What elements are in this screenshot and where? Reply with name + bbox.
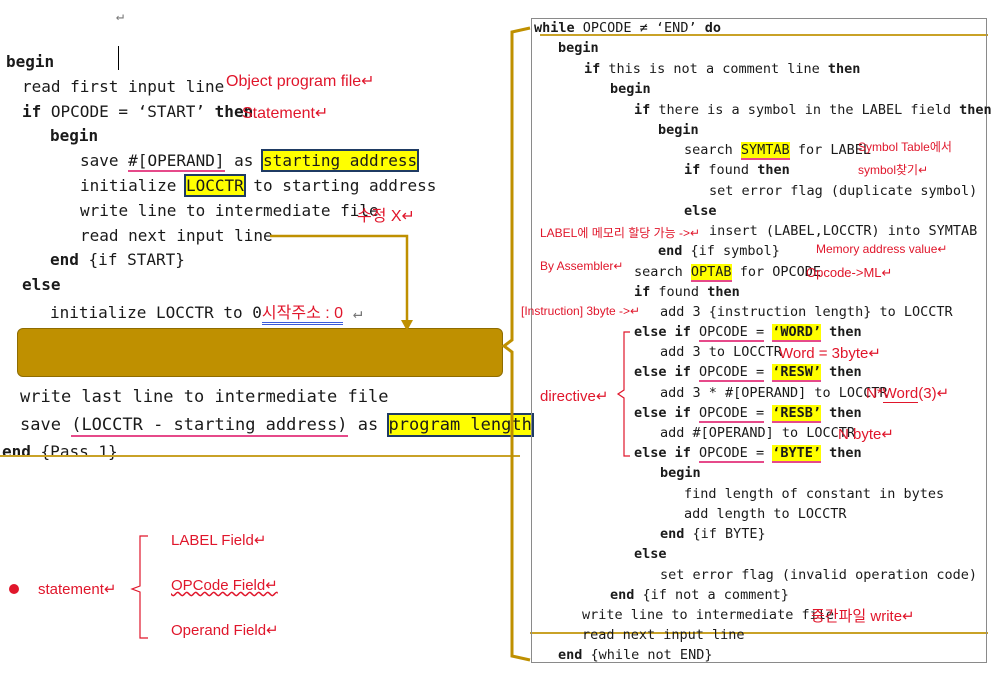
rcode-else2: else <box>634 546 667 562</box>
annotation-label-memory: LABEL에 메모리 할당 가능 ->↵ <box>540 226 701 240</box>
rcode-search-symtab: search SYMTAB for LABEL <box>684 142 871 160</box>
rcode-write-line: write line to intermediate file <box>582 607 834 623</box>
highlight-resb: ‘RESB’ <box>772 405 821 423</box>
highlight-program-length: program length <box>386 413 534 437</box>
annotation-instruction: [Instruction] 3byte ->↵ <box>521 304 641 318</box>
paragraph-mark: ↵ <box>116 8 125 24</box>
annotation-nword: N*Word(3)↵ <box>866 385 950 403</box>
right-code-panel <box>531 18 987 663</box>
highlight-symtab: SYMTAB <box>740 142 790 160</box>
rcode-insert-symtab: insert (LABEL,LOCCTR) into SYMTAB <box>709 223 978 239</box>
rcode-search-optab: search OPTAB for OPCODE <box>634 264 821 282</box>
bullet-dot <box>9 584 19 594</box>
rcode-begin-byte: begin <box>660 465 701 481</box>
rcode-elseif-resb: else if OPCODE = ‘RESB’ then <box>634 405 862 423</box>
rcode-set-error-dup: set error flag (duplicate symbol) <box>709 183 978 199</box>
text-cursor <box>118 46 119 70</box>
rcode-while: while OPCODE ≠ ‘END’ do <box>534 20 721 36</box>
field-brace <box>130 535 148 639</box>
code-begin-inner: begin <box>50 126 99 145</box>
rcode-end-if-comment: end {if not a comment} <box>610 587 789 603</box>
rcode-end-if-symbol: end {if symbol} <box>658 243 780 259</box>
annotation-symbol-find: symbol찾기↵ <box>858 163 929 177</box>
rcode-add-length: add length to LOCCTR <box>684 506 847 522</box>
annotation-object-program: Object program file↵ <box>226 73 375 90</box>
rcode-add-3: add 3 to LOCCTR <box>660 344 782 360</box>
rcode-find-length: find length of constant in bytes <box>684 486 945 502</box>
annotation-word: Word = 3byte↵ <box>779 345 881 362</box>
code-write-line: write line to intermediate file <box>80 201 379 220</box>
code-read-next: read next input line <box>80 226 273 245</box>
highlight-optab: OPTAB <box>690 264 732 282</box>
rcode-end-while: end {while not END} <box>558 647 713 663</box>
highlight-byte: ‘BYTE’ <box>772 445 821 463</box>
code-read-first: read first input line <box>22 77 225 96</box>
field-label: LABEL Field↵ <box>171 532 267 549</box>
highlight-starting-address: starting address <box>261 149 420 172</box>
annotation-directive: directive↵ <box>540 388 609 405</box>
rcode-begin2: begin <box>610 81 651 97</box>
rcode-read-next: read next input line <box>582 627 745 643</box>
annotation-start-address: 시작주소 : 0 <box>261 305 344 325</box>
field-operand: Operand Field↵ <box>171 622 279 639</box>
code-init-zero: initialize LOCCTR to 0시작주소 : 0 ↵ <box>50 299 362 325</box>
rcode-add-resw: add 3 * #[OPERAND] to LOCCTR <box>660 385 888 401</box>
annotation-intermediate: 중간파일 write↵ <box>811 608 915 625</box>
rcode-if-symbol: if there is a symbol in the LABEL field … <box>634 102 991 118</box>
rcode-if-comment: if this is not a comment line then <box>584 61 861 77</box>
annotation-opcode-ml: Opcode->ML↵ <box>806 265 893 280</box>
code-begin: begin <box>6 52 55 71</box>
rcode-if-found: if found then <box>684 162 790 178</box>
annotation-nbyte: N byte↵ <box>838 426 894 443</box>
highlight-locctr: LOCCTR <box>183 174 246 197</box>
rcode-begin: begin <box>558 40 599 56</box>
rcode-add-instruction: add 3 {instruction length} to LOCCTR <box>660 304 953 320</box>
code-save-starting: save #[OPERAND] as starting address <box>80 149 420 172</box>
rcode-if-found-optab: if found then <box>634 284 740 300</box>
annotation-symbol-table: Symbol Table에서 <box>858 140 952 154</box>
code-end-if-start: end {if START} <box>50 250 185 269</box>
code-initialize-locctr: initialize LOCCTR to starting address <box>80 174 437 197</box>
code-else: else <box>22 275 61 294</box>
code-write-last: write last line to intermediate file <box>20 387 389 407</box>
rcode-else: else <box>684 203 717 219</box>
highlight-resw: ‘RESW’ <box>772 364 821 382</box>
rcode-elseif-word: else if OPCODE = ‘WORD’ then <box>634 324 862 342</box>
bullet-statement-label: statement↵ <box>38 581 117 598</box>
rcode-elseif-resw: else if OPCODE = ‘RESW’ then <box>634 364 862 382</box>
rcode-begin3: begin <box>658 122 699 138</box>
directive-brace <box>616 331 630 457</box>
code-save-program-length: save (LOCCTR - starting address) as prog… <box>20 413 534 437</box>
separator-line <box>0 455 520 457</box>
loop-placeholder-bar <box>17 328 503 377</box>
rcode-set-error-opcode: set error flag (invalid operation code) <box>660 567 977 583</box>
rcode-add-resb: add #[OPERAND] to LOCCTR <box>660 425 856 441</box>
rcode-elseif-byte: else if OPCODE = ‘BYTE’ then <box>634 445 862 463</box>
rcode-end-if-byte: end {if BYTE} <box>660 526 766 542</box>
code-if-start: if OPCODE = ‘START’ then <box>22 102 254 121</box>
field-opcode: OPCode Field↵ <box>171 577 278 594</box>
annotation-by-assembler: By Assembler↵ <box>540 259 624 273</box>
annotation-modify: 수정 X↵ <box>357 208 415 225</box>
annotation-statement: Statement↵ <box>242 105 329 122</box>
annotation-memory-address: Memory address value↵ <box>816 242 948 256</box>
highlight-word: ‘WORD’ <box>772 324 821 342</box>
